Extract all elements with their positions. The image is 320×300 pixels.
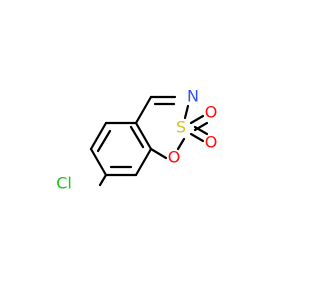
chlorine-atom: Cl — [56, 174, 72, 193]
sulfonyl-oxygen-top-atom: O — [205, 103, 218, 122]
molecule-structure: N S O O O Cl — [56, 87, 218, 193]
bond-n-s — [183, 104, 190, 120]
bond-c8a-c4a — [134, 121, 153, 151]
bond-s-o-bottom-1 — [189, 132, 205, 143]
bond-c8a-c4a-inner — [129, 125, 145, 149]
bond-c5-c6-inner — [96, 129, 112, 153]
bond-o-c8a — [149, 147, 168, 160]
bond-c8-c8a — [134, 147, 153, 177]
bond-s-o-bottom-2 — [193, 125, 209, 136]
bond-s-o — [176, 137, 186, 151]
bond-c7-cl — [98, 173, 108, 187]
bond-s-o-top-1 — [189, 114, 205, 125]
bond-c5-c6 — [89, 121, 108, 151]
ring-oxygen-atom: O — [168, 148, 181, 167]
sulfur-atom: S — [176, 118, 186, 137]
bond-c4a-c4 — [134, 95, 153, 125]
structure-canvas: N S O O O Cl — [56, 86, 218, 193]
bond-c6-c7 — [89, 147, 108, 177]
sulfonyl-oxygen-bottom-atom: O — [205, 133, 218, 152]
nitrogen-atom: N — [187, 87, 199, 106]
